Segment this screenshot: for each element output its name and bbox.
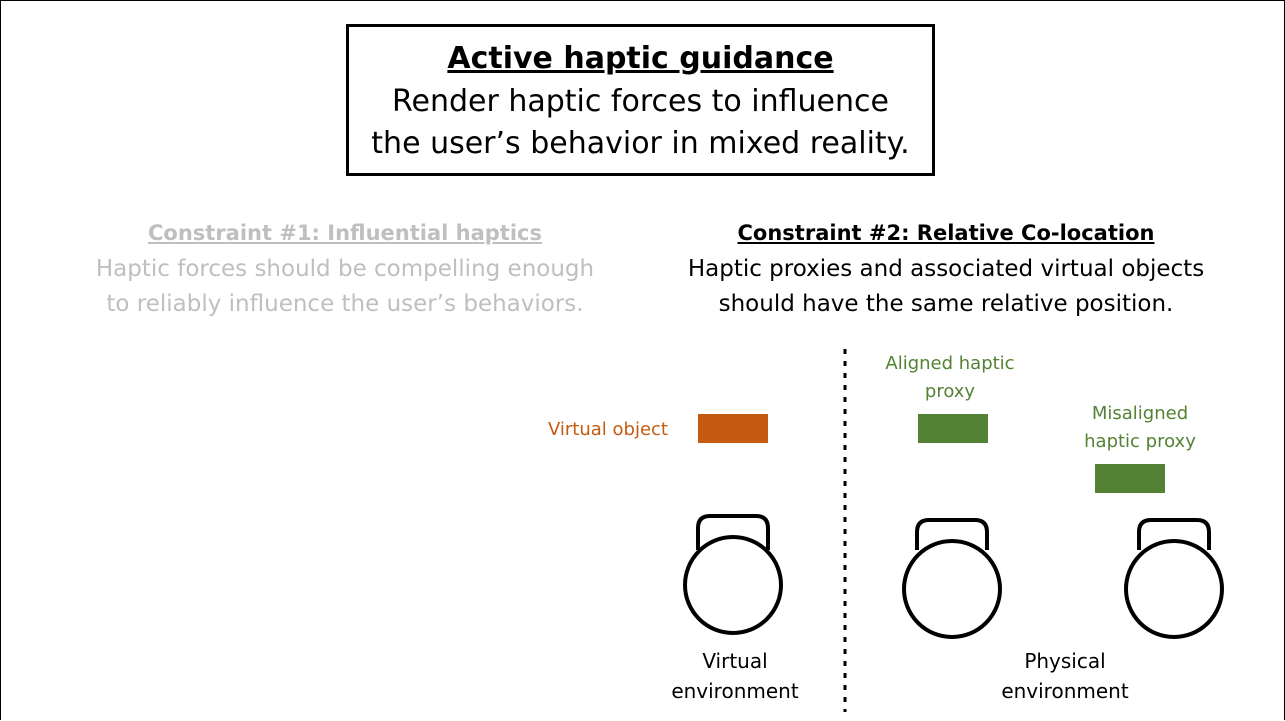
misaligned-proxy-rect xyxy=(1095,464,1165,493)
virtual-object-label: Virtual object xyxy=(547,419,668,440)
constraint-2-line-1: Haptic proxies and associated virtual ob… xyxy=(687,256,1205,282)
title-line-1: Render haptic forces to influence xyxy=(392,84,889,119)
misaligned-proxy-label-line-1: Misaligned xyxy=(1091,403,1189,424)
constraint-1-line-1: Haptic forces should be compelling enoug… xyxy=(95,256,595,282)
title-box: Active haptic guidance Render haptic for… xyxy=(346,24,935,176)
user-head-icon xyxy=(683,514,783,635)
misaligned-proxy-label-line-2: haptic proxy xyxy=(1084,431,1196,452)
aligned-proxy-label-line-2: proxy xyxy=(924,381,976,402)
constraint-2-body: Haptic proxies and associated virtual ob… xyxy=(636,252,1256,322)
virtual-object-rect xyxy=(698,414,768,443)
user-head-icon xyxy=(902,518,1002,639)
constraint-2-title: Constraint #2: Relative Co-location xyxy=(737,221,1155,245)
physical-environment-line-1: Physical xyxy=(1024,649,1106,673)
aligned-proxy-label: Aligned haptic proxy xyxy=(860,350,1040,406)
title-body: Render haptic forces to influence the us… xyxy=(349,81,932,165)
constraint-2-line-2: should have the same relative position. xyxy=(718,291,1174,317)
constraint-1-title: Constraint #1: Influential haptics xyxy=(148,221,542,245)
aligned-proxy-label-line-1: Aligned haptic xyxy=(885,353,1015,374)
physical-environment-label: Physical environment xyxy=(975,646,1155,706)
constraint-2: Constraint #2: Relative Co-location Hapt… xyxy=(636,218,1256,322)
constraint-1-body: Haptic forces should be compelling enoug… xyxy=(60,252,630,322)
title-line-2: the user’s behavior in mixed reality. xyxy=(371,126,910,161)
aligned-proxy-rect xyxy=(918,414,988,443)
misaligned-proxy-label: Misaligned haptic proxy xyxy=(1050,400,1230,456)
title-heading: Active haptic guidance xyxy=(447,41,834,76)
virtual-environment-line-1: Virtual xyxy=(702,649,768,673)
virtual-environment-label: Virtual environment xyxy=(650,646,820,706)
constraint-1: Constraint #1: Influential haptics Hapti… xyxy=(60,218,630,322)
physical-environment-line-2: environment xyxy=(1001,679,1129,703)
virtual-environment-line-2: environment xyxy=(671,679,799,703)
user-head-icon xyxy=(1124,518,1224,639)
constraint-1-line-2: to reliably influence the user’s behavio… xyxy=(106,291,584,317)
